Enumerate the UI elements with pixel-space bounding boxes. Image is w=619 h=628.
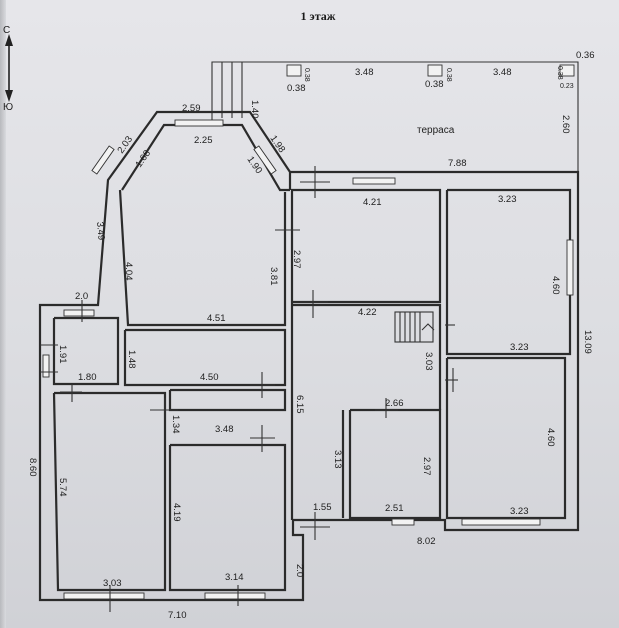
dim-col-label-a: 0.38: [303, 68, 310, 82]
dim-corridor-height: 1.48: [126, 350, 137, 369]
compass-icon: С Ю: [3, 25, 13, 113]
dim-side-diagonal: 3.49: [94, 221, 107, 240]
dim-vestibule-width: 3.48: [215, 424, 234, 435]
terrace-column-b: [427, 64, 443, 77]
dim-bottom-middle: 8.02: [417, 536, 436, 547]
dim-left-total: 8.60: [27, 458, 38, 477]
dim-porch-width: 1.55: [313, 502, 332, 513]
dim-garage-width: 3.03: [103, 578, 122, 589]
dim-room2-bottom: 3.23: [510, 342, 529, 353]
dim-seg-b: 3.48: [493, 67, 512, 78]
dim-room1-width: 4.21: [363, 197, 382, 208]
outer-walls: [38, 110, 580, 602]
window-bay-right: [253, 145, 277, 175]
window-garage: [63, 592, 145, 600]
dim-store-width: 3.14: [225, 572, 244, 583]
dim-bay-left-inner: 1.68: [133, 148, 153, 169]
dim-vestibule-height: 1.34: [170, 415, 181, 434]
dim-nook-height: 1.91: [57, 345, 68, 364]
dim-room2-width: 3.23: [498, 194, 517, 205]
dim-room1-height: 2.97: [291, 250, 302, 269]
dim-stair-height: 3.03: [423, 352, 434, 371]
dim-hall-width: 4.22: [358, 307, 377, 318]
dim-bath-left: 3.13: [332, 450, 343, 469]
dim-porch-height: 2.0: [294, 564, 305, 577]
staircase: [394, 311, 435, 343]
dim-bottom-total: 7.10: [168, 610, 187, 621]
window-room2: [566, 239, 574, 296]
dim-garage-height: 5.74: [57, 478, 68, 497]
window-nook: [42, 354, 50, 378]
dim-living-right: 3.81: [268, 267, 279, 286]
compass-north-label: С: [3, 25, 10, 36]
compass-south-label: Ю: [3, 102, 13, 113]
dim-col-b: 0.38: [425, 79, 444, 90]
door-marks: [40, 166, 458, 612]
terrace-label: терраса: [417, 125, 455, 136]
dim-col-label-b: 0.38: [445, 68, 452, 82]
window-bay-left: [91, 145, 115, 175]
dim-col-a: 0.38: [287, 83, 306, 94]
terrace-outline: [211, 61, 579, 173]
dim-bay-top: 2.59: [182, 103, 201, 114]
binding-edge: [0, 0, 6, 628]
dim-store-height: 4.19: [171, 503, 182, 522]
dim-room3-width: 3.23: [510, 506, 529, 517]
dim-top-small: 0.36: [576, 50, 595, 61]
window-bath: [391, 518, 415, 526]
plan-title: 1 этаж: [301, 9, 336, 23]
dim-corridor-width: 4.50: [200, 372, 219, 383]
dim-bay-inner: 2.25: [194, 135, 213, 146]
dim-bath-bottom: 2.51: [385, 503, 404, 514]
dim-bath-top: 2.66: [385, 398, 404, 409]
terrace-column-a: [286, 64, 302, 77]
window-room3: [461, 518, 541, 526]
window-bay-top: [174, 119, 224, 127]
dim-nook-width: 2.0: [75, 291, 88, 302]
dim-hall-length: 6.15: [294, 395, 305, 414]
dim-room3-height: 4.60: [545, 428, 556, 447]
dim-nook-bottom: 1.80: [78, 372, 97, 383]
dim-left-wall: 1.40: [249, 100, 260, 119]
dim-seg-a: 3.48: [355, 67, 374, 78]
dim-living-bottom: 4.51: [207, 313, 226, 324]
dim-bath-right: 2.97: [421, 457, 432, 476]
window-store: [204, 592, 266, 600]
dim-terrace-length: 7.88: [448, 158, 467, 169]
windows: [42, 119, 574, 600]
dim-total-right: 13.09: [582, 330, 593, 354]
window-nook-top: [63, 309, 95, 317]
dim-terrace-side: 2.60: [560, 115, 571, 134]
window-room1: [352, 177, 396, 185]
dim-room2-height: 4.60: [550, 276, 561, 295]
dim-col-label-c: 0.38: [556, 66, 563, 80]
terrace-column-c: [559, 64, 575, 77]
dim-corner-small: 0.23: [560, 83, 574, 90]
dim-living-left: 4.04: [123, 262, 134, 281]
